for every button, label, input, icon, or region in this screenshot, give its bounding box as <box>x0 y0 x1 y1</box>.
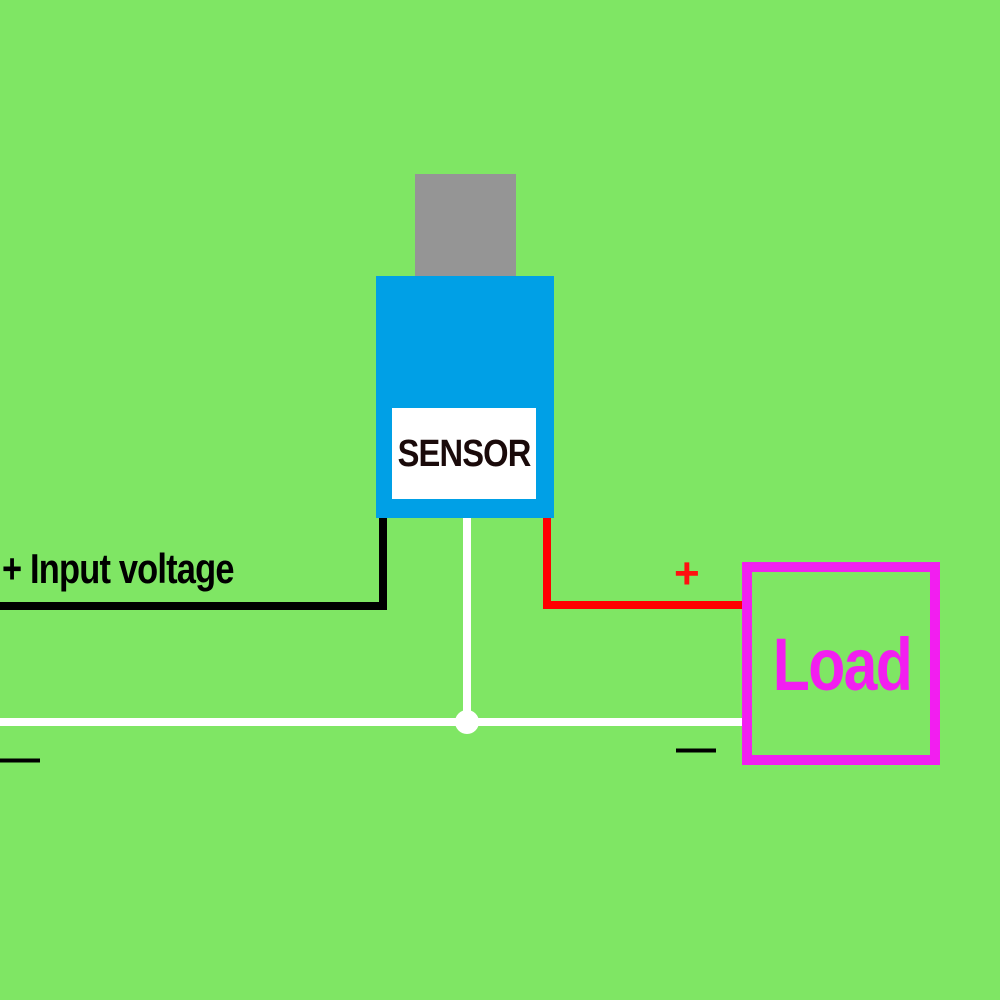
load-box <box>742 562 940 765</box>
sensor-cap <box>415 174 516 277</box>
ground-minus-sign: — <box>0 736 40 780</box>
output-positive-wire <box>543 516 745 609</box>
load-plus-sign: + <box>674 549 700 598</box>
load-minus-sign: — <box>676 726 716 770</box>
ground-junction-dot <box>455 710 479 734</box>
input-voltage-wire <box>0 516 387 610</box>
load-label: Load <box>772 623 913 706</box>
sensor-label-box <box>392 408 536 499</box>
input-voltage-label: + Input voltage <box>2 545 234 592</box>
sensor-label: SENSOR <box>397 432 532 475</box>
